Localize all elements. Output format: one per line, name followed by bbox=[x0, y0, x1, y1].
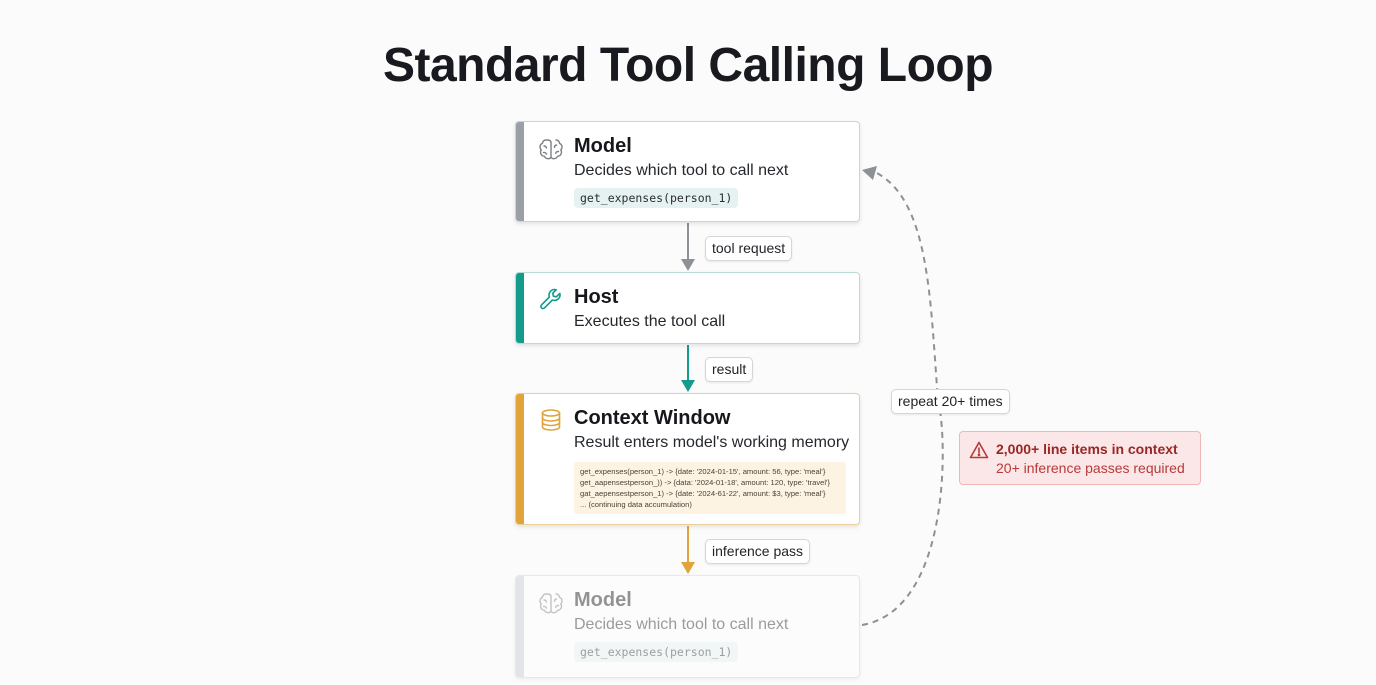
model-accent-bar bbox=[516, 122, 524, 221]
warning-subtitle: 20+ inference passes required bbox=[996, 460, 1185, 476]
model-repeat-code-chip: get_expenses(person_1) bbox=[574, 642, 739, 662]
page-title: Standard Tool Calling Loop bbox=[382, 39, 994, 92]
model-description: Decides which tool to call next bbox=[574, 162, 789, 179]
model-node: Model Decides which tool to call next ge… bbox=[515, 121, 860, 222]
host-title: Host bbox=[574, 286, 619, 308]
host-node: Host Executes the tool call bbox=[515, 272, 860, 344]
host-description: Executes the tool call bbox=[574, 313, 726, 330]
arrow-result bbox=[681, 345, 695, 392]
model-repeat-accent-bar bbox=[516, 576, 524, 677]
context-window-node: Context Window Result enters model's wor… bbox=[515, 393, 860, 525]
model-title: Model bbox=[574, 135, 632, 157]
model-repeat-node: Model Decides which tool to call next ge… bbox=[515, 575, 860, 678]
model-repeat-title: Model bbox=[574, 589, 632, 611]
database-icon bbox=[537, 406, 565, 434]
code-line: get_aapensestperson_)) -> {data: '2024-0… bbox=[580, 478, 831, 487]
brain-icon bbox=[537, 134, 565, 162]
code-line: ... (continuing data accumulation) bbox=[580, 500, 692, 509]
context-title: Context Window bbox=[574, 407, 731, 429]
warning-title: 2,000+ line items in context bbox=[996, 441, 1178, 457]
host-accent-bar bbox=[516, 273, 524, 343]
context-accent-bar bbox=[516, 394, 524, 524]
code-line: get_expenses(person_1) -> {date: '2024-0… bbox=[580, 467, 826, 476]
edge-label-result: result bbox=[705, 357, 754, 382]
edge-label-repeat: repeat 20+ times bbox=[891, 389, 1010, 414]
arrow-tool-request bbox=[681, 223, 695, 271]
edge-label-inference-pass: inference pass bbox=[705, 539, 811, 564]
arrow-inference-pass bbox=[681, 526, 695, 574]
brain-icon bbox=[537, 588, 565, 616]
edge-label-tool-request: tool request bbox=[705, 236, 793, 261]
context-description: Result enters model's working memory bbox=[574, 434, 850, 451]
warning-triangle-icon bbox=[969, 441, 989, 459]
context-code-block: get_expenses(person_1) -> {date: '2024-0… bbox=[574, 462, 846, 514]
warning-callout: 2,000+ line items in context 20+ inferen… bbox=[959, 431, 1201, 485]
model-repeat-description: Decides which tool to call next bbox=[574, 616, 789, 633]
model-code-chip: get_expenses(person_1) bbox=[574, 188, 739, 208]
wrench-icon bbox=[537, 285, 565, 313]
code-line: gat_aepensestperson_1) -> {date: '2024-6… bbox=[580, 489, 826, 498]
